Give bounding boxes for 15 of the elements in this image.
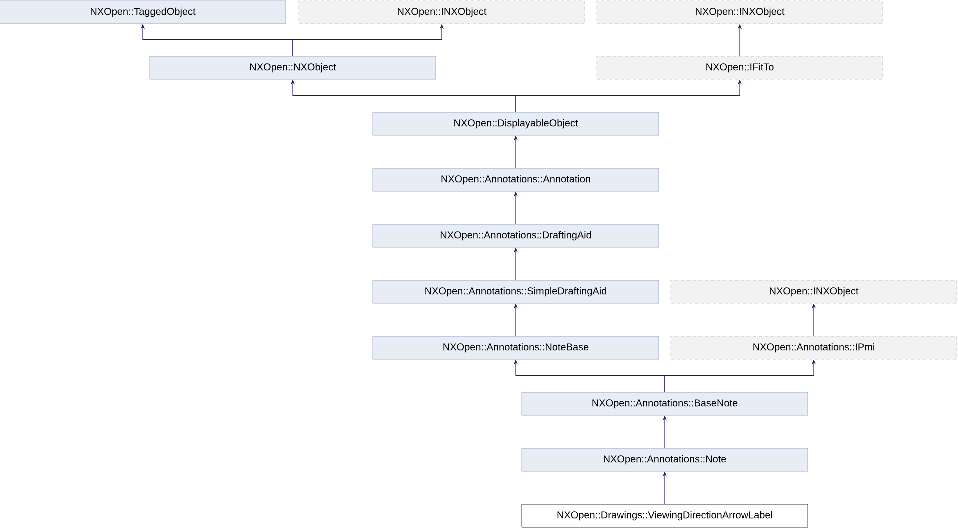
class-box: NXOpen::Annotations::SimpleDraftingAid [372, 280, 660, 304]
external-class-box: NXOpen::IFitTo [596, 56, 884, 80]
class-box: NXOpen::Annotations::Annotation [372, 168, 660, 192]
external-class-box: NXOpen::INXObject [298, 0, 586, 24]
class-box: NXOpen::NXObject [150, 56, 436, 80]
external-class-box: NXOpen::Annotations::IPmi [670, 336, 958, 360]
class-box: NXOpen::DisplayableObject [372, 112, 660, 136]
class-box: NXOpen::Annotations::Note [522, 448, 808, 472]
class-box: NXOpen::Drawings::ViewingDirectionArrowLabel [522, 504, 808, 528]
class-box: NXOpen::Annotations::NoteBase [372, 336, 660, 360]
external-class-box: NXOpen::INXObject [596, 0, 884, 24]
class-box: NXOpen::Annotations::DraftingAid [372, 224, 660, 248]
class-box: NXOpen::TaggedObject [0, 0, 286, 24]
class-box: NXOpen::Annotations::BaseNote [522, 392, 808, 416]
external-class-box: NXOpen::INXObject [670, 280, 958, 304]
